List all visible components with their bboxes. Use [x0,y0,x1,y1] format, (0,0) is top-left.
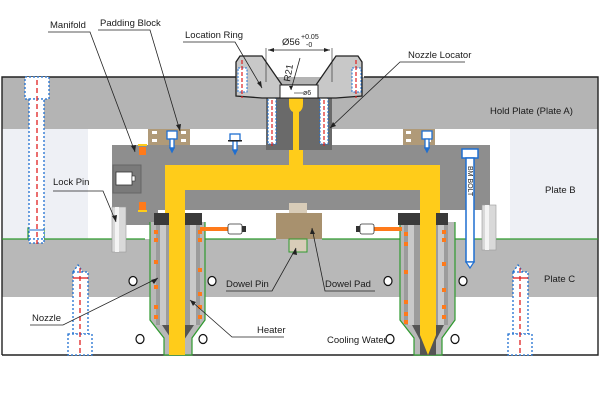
dim-diameter: Ø56 [282,37,300,48]
connector-right [359,223,375,235]
label-cooling-water: Cooling Water [327,335,387,346]
label-nozzle: Nozzle [32,313,61,324]
label-location-ring: Location Ring [185,30,243,41]
label-manifold: Manifold [50,20,86,31]
melt-channel [165,165,440,355]
plate-b-left-panel [2,129,88,239]
heater-wire-right [372,227,402,231]
label-heater: Heater [257,325,286,336]
dim-tol-upper: +0.05 [301,34,319,41]
label-hold-plate: Hold Plate (Plate A) [490,106,573,117]
cooling-water-hole [128,275,468,345]
bm-bolt-label: BM BOLT [466,166,473,197]
label-plate-c: Plate C [544,274,575,285]
thermal-pad [139,147,146,155]
dim-small-dia: ø6 [303,90,311,97]
nozzle-left [149,190,206,356]
location-ring [235,55,363,99]
connector-left [227,223,243,235]
nozzle-right [398,190,456,356]
dowel-pad-top [289,203,307,213]
dowel-pin [288,238,308,253]
label-dowel-pad: Dowel Pad [325,279,371,290]
dowel-pad [276,213,322,239]
dim-radius: R21 [282,63,296,82]
label-dowel-pin: Dowel Pin [226,279,269,290]
label-padding-block: Padding Block [100,18,161,29]
ring-bore [279,84,319,99]
mold-outline [1,76,599,356]
plate-b-right-panel [510,129,598,239]
bottom-region [2,297,598,355]
heater-wire-left [200,227,230,231]
lock-pin-insert [115,171,133,186]
label-nozzle-locator: Nozzle Locator [408,50,471,61]
label-lock-pin: Lock Pin [53,177,89,188]
label-plate-b: Plate B [545,185,576,196]
bm-bolt: BM BOLT [461,148,479,270]
thermal-pad [139,202,146,210]
dim-tol-lower: -0 [306,42,312,49]
